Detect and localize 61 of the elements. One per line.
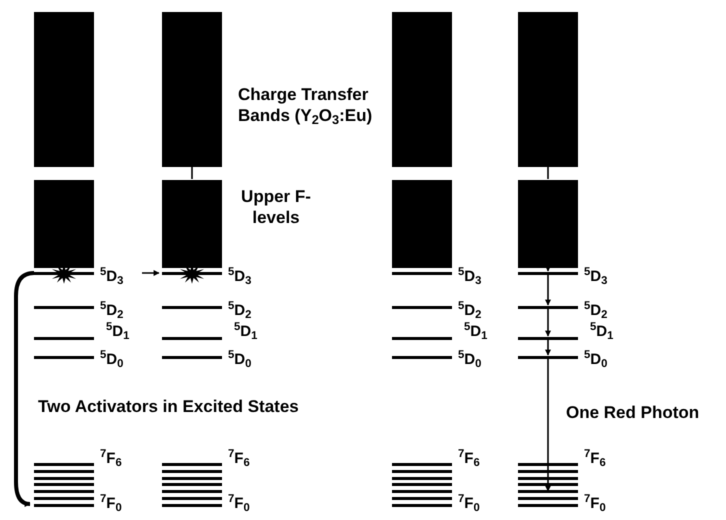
level-label: $^{5}$D$_{1}$ bbox=[590, 323, 614, 340]
level-label: $^{5}$D$_{3}$ bbox=[458, 268, 482, 285]
energy-level-line bbox=[162, 356, 222, 359]
level-label: $^{5}$D$_{2}$ bbox=[228, 302, 252, 319]
energy-level-line bbox=[162, 306, 222, 309]
level-label: $^{5}$D$_{2}$ bbox=[458, 302, 482, 319]
energy-band bbox=[34, 12, 94, 167]
arrow bbox=[545, 275, 551, 306]
energy-band bbox=[162, 12, 222, 167]
arrow bbox=[142, 270, 160, 276]
energy-level-line bbox=[392, 272, 452, 275]
annotation-text: Upper F- levels bbox=[240, 186, 312, 228]
energy-level-manifold bbox=[392, 463, 452, 507]
level-label: $^{5}$D$_{0}$ bbox=[100, 351, 124, 368]
level-label: $^{5}$D$_{2}$ bbox=[584, 302, 608, 319]
energy-level-line bbox=[34, 306, 94, 309]
energy-level-line bbox=[518, 337, 578, 340]
arrow bbox=[545, 309, 551, 337]
level-label: $^{7}$F$_{0}$ bbox=[228, 495, 250, 512]
level-label: $^{7}$F$_{6}$ bbox=[100, 450, 122, 467]
level-label: $^{7}$F$_{0}$ bbox=[584, 495, 606, 512]
level-label: $^{5}$D$_{3}$ bbox=[100, 268, 124, 285]
annotation-text: One Red Photon bbox=[566, 402, 700, 423]
level-label: $^{5}$D$_{1}$ bbox=[106, 323, 130, 340]
energy-band bbox=[392, 12, 452, 167]
level-label: $^{5}$D$_{2}$ bbox=[100, 302, 124, 319]
arrow bbox=[545, 266, 551, 272]
energy-level-manifold bbox=[518, 463, 578, 507]
arrow bbox=[545, 359, 551, 492]
energy-band bbox=[518, 12, 578, 167]
energy-level-manifold bbox=[34, 463, 94, 507]
level-label: $^{7}$F$_{6}$ bbox=[458, 450, 480, 467]
level-label: $^{5}$D$_{1}$ bbox=[464, 323, 488, 340]
energy-level-line bbox=[518, 306, 578, 309]
arrow bbox=[14, 271, 34, 507]
energy-level-line bbox=[392, 356, 452, 359]
energy-band bbox=[392, 180, 452, 268]
energy-level-line bbox=[392, 337, 452, 340]
annotation-text: Charge Transfer Bands (Y$_{2}$O$_{3}$:Eu) bbox=[238, 84, 374, 126]
level-label: $^{7}$F$_{6}$ bbox=[228, 450, 250, 467]
level-label: $^{5}$D$_{1}$ bbox=[234, 323, 258, 340]
energy-level-line bbox=[34, 337, 94, 340]
energy-band bbox=[162, 180, 222, 268]
level-label: $^{5}$D$_{3}$ bbox=[228, 268, 252, 285]
energy-level-line bbox=[162, 337, 222, 340]
energy-level-manifold bbox=[162, 463, 222, 507]
level-label: $^{5}$D$_{0}$ bbox=[228, 351, 252, 368]
energy-band bbox=[34, 180, 94, 268]
energy-level-line bbox=[392, 306, 452, 309]
energy-level-line bbox=[518, 272, 578, 275]
level-label: $^{7}$F$_{0}$ bbox=[100, 495, 122, 512]
level-label: $^{5}$D$_{0}$ bbox=[584, 351, 608, 368]
level-label: $^{5}$D$_{3}$ bbox=[584, 268, 608, 285]
energy-band bbox=[518, 180, 578, 268]
energy-level-line bbox=[518, 356, 578, 359]
level-label: $^{7}$F$_{0}$ bbox=[458, 495, 480, 512]
level-label: $^{7}$F$_{6}$ bbox=[584, 450, 606, 467]
arrow bbox=[545, 340, 551, 356]
energy-level-line bbox=[34, 356, 94, 359]
level-label: $^{5}$D$_{0}$ bbox=[458, 351, 482, 368]
annotation-text: Two Activators in Excited States bbox=[38, 396, 300, 417]
